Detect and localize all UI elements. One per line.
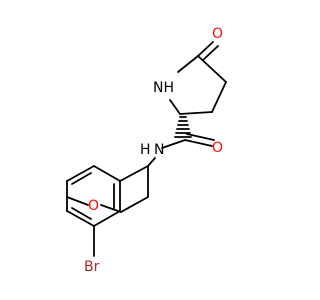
bond-c2-nh (169, 99, 181, 115)
atom-nh-amide-n-label: N (154, 142, 164, 158)
aromatic-inner-2 (71, 207, 92, 220)
bond-c5-c6 (66, 165, 95, 182)
bond-c4-c4a (119, 165, 149, 182)
bond-o-c8a (66, 196, 89, 206)
bond-c4a-c5 (93, 165, 121, 182)
atom-nh-ring-label: NH (153, 80, 174, 96)
stereo-hash-bond (174, 116, 192, 138)
atom-o-ether-label: O (88, 198, 99, 214)
bond-amide-c-n (161, 139, 186, 149)
bond-c5-o-single (197, 41, 214, 57)
bond-c4-c3 (211, 81, 227, 113)
molecule-diagram: NH O N H O O Br (66, 26, 227, 275)
bond-amide-c-o-b (186, 133, 215, 141)
atom-nh-amide-h-label: H (140, 142, 151, 158)
bond-amide-c-o-a (184, 139, 213, 147)
bond-c5-o-double (202, 45, 219, 61)
aromatic-inner-1 (71, 172, 92, 185)
atom-o-amide-label: O (212, 140, 223, 156)
atom-o-carbonyl-ring-label: O (212, 26, 223, 42)
bond-c3-c2chroman (120, 196, 149, 213)
bond-c5-c4 (197, 55, 227, 83)
bond-c8-c8a (93, 210, 121, 227)
bond-n-c4chroman (147, 157, 156, 167)
bond-nh-c5 (177, 55, 199, 73)
bond-c7-c8 (66, 210, 95, 227)
bond-c2-o-ether (100, 204, 122, 213)
bond-c3-c2 (179, 111, 213, 115)
atom-br-label: Br (84, 259, 100, 275)
